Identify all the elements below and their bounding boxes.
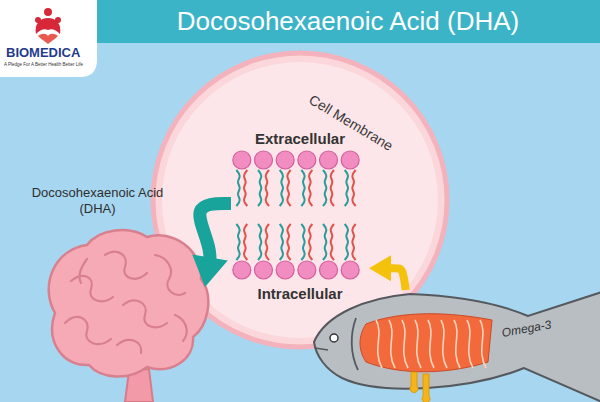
lipid-tail bbox=[352, 170, 355, 206]
lipid-tail bbox=[331, 170, 334, 206]
brain-fold bbox=[123, 300, 167, 327]
lipid-tail bbox=[323, 170, 326, 206]
lipid-tail bbox=[244, 170, 247, 206]
lipid-tail bbox=[345, 224, 348, 260]
fish-figure-shape bbox=[310, 290, 600, 402]
lipid-head bbox=[298, 261, 316, 279]
lipid-head bbox=[320, 151, 338, 169]
lipid-tail bbox=[236, 170, 239, 206]
brain-fold bbox=[79, 259, 87, 283]
molecule-label: Docosohexaenoic Acid (DHA) bbox=[25, 185, 170, 218]
fish-eye bbox=[330, 334, 338, 342]
fillet-stripe bbox=[428, 320, 434, 368]
lipid-head bbox=[255, 261, 273, 279]
lipid-head bbox=[233, 151, 251, 169]
lipid-tail bbox=[331, 224, 334, 260]
fish-figure: Omega-3 bbox=[310, 290, 600, 402]
lipid-tail bbox=[301, 224, 304, 260]
fish-fillet bbox=[360, 314, 492, 372]
brain-outline bbox=[49, 230, 209, 377]
lipid-tail bbox=[287, 224, 290, 260]
fish-body bbox=[314, 292, 600, 402]
lipid-tail bbox=[345, 170, 348, 206]
lipid-head bbox=[341, 261, 359, 279]
brain-fold bbox=[65, 317, 111, 344]
logo-wordmark: BIOMEDICA bbox=[6, 45, 80, 60]
fillet-stripe bbox=[389, 320, 395, 368]
brain-fold bbox=[71, 276, 113, 301]
fillet-stripe bbox=[480, 320, 486, 368]
region-label: Extracellular bbox=[231, 130, 369, 149]
logo-tagline: A Pledge For A Better Health Better Life bbox=[4, 62, 83, 67]
lipid-tail bbox=[301, 170, 304, 206]
lipid-tail bbox=[280, 224, 283, 260]
lipid-tail bbox=[266, 170, 269, 206]
brain-figure: Docosohexaenoic Acid (DHA) bbox=[25, 185, 205, 402]
fillet-stripe bbox=[467, 320, 473, 368]
lipid-head bbox=[276, 151, 294, 169]
lipid-head bbox=[276, 261, 294, 279]
lipid-tail bbox=[309, 170, 312, 206]
lipid-tail bbox=[236, 224, 239, 260]
brain-fold bbox=[155, 255, 185, 295]
brain-fold bbox=[175, 315, 187, 341]
fillet-stripe bbox=[454, 320, 460, 368]
lipid-tail bbox=[244, 224, 247, 260]
lipid-tail bbox=[280, 170, 283, 206]
oil-drop bbox=[410, 372, 418, 393]
lipid-tail bbox=[323, 224, 326, 260]
lipid-tail bbox=[258, 224, 261, 260]
brain-fold bbox=[105, 252, 147, 279]
title: Docosohexaenoic Acid (DHA) bbox=[96, 0, 600, 43]
lipid-tail bbox=[287, 170, 290, 206]
fish-gill bbox=[352, 318, 358, 370]
lipid-head bbox=[255, 151, 273, 169]
logo-icon bbox=[35, 8, 61, 44]
lipid-bilayer-shape bbox=[231, 130, 361, 305]
brain-fold bbox=[117, 340, 141, 353]
logo-panel bbox=[0, 0, 97, 77]
lipid-head bbox=[320, 261, 338, 279]
fillet-stripe bbox=[441, 320, 447, 368]
fish-mouth bbox=[315, 348, 328, 350]
lipid-tail bbox=[258, 170, 261, 206]
oil-drop bbox=[422, 374, 430, 402]
lipid-bilayer: ExtracellularIntracellular bbox=[231, 130, 369, 305]
lipid-head bbox=[298, 151, 316, 169]
lipid-head bbox=[341, 151, 359, 169]
fillet-stripe bbox=[376, 320, 382, 368]
fillet-stripe bbox=[415, 320, 421, 368]
lipid-head bbox=[233, 261, 251, 279]
lipid-tail bbox=[266, 224, 269, 260]
brain-figure-shape bbox=[25, 185, 205, 402]
lipid-tail bbox=[352, 224, 355, 260]
lipid-tail bbox=[309, 224, 312, 260]
region-label: Intracellular bbox=[231, 285, 369, 304]
fillet-stripe bbox=[402, 320, 408, 368]
